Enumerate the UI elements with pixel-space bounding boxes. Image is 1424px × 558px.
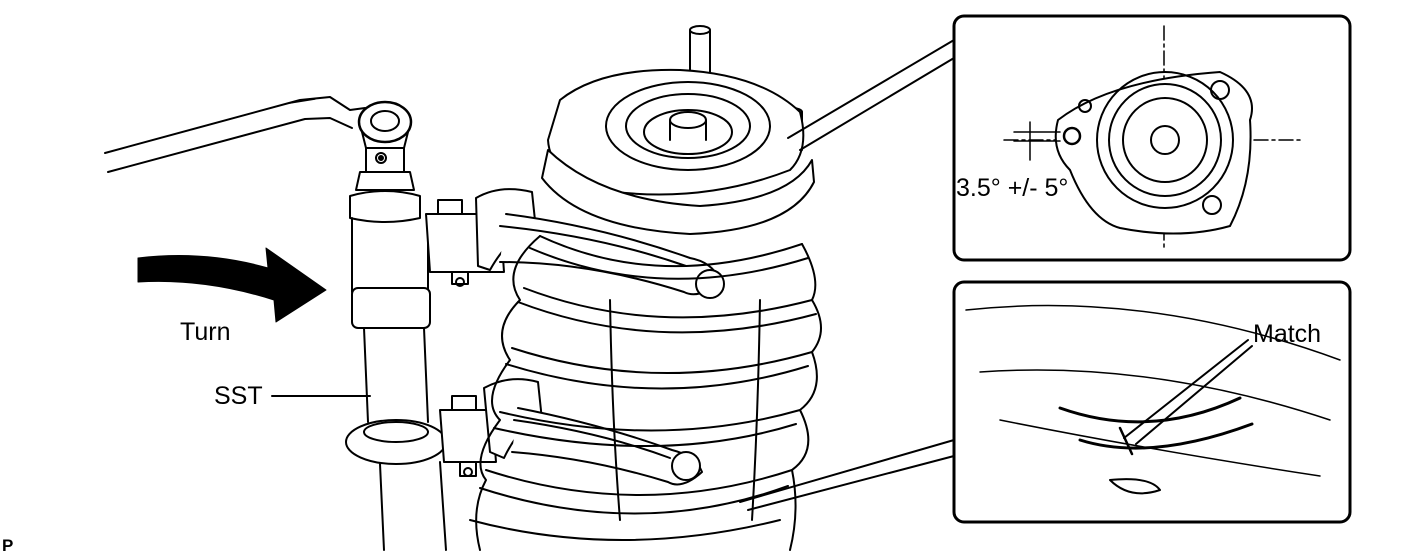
turn-label: Turn (180, 318, 231, 346)
strut-assembly (469, 25, 822, 551)
detail-box-top-view (787, 14, 1352, 262)
sst-tool (345, 147, 447, 551)
wrench (104, 96, 413, 173)
detail-box-match-marks (739, 280, 1352, 524)
lower-clamp (439, 378, 703, 486)
detail-1-leader (787, 39, 955, 139)
turn-arrow (137, 247, 327, 323)
match-leader (1123, 339, 1253, 445)
upper-clamp (425, 188, 725, 299)
match-label: Match (1253, 320, 1322, 348)
detail-2-leader (739, 439, 955, 503)
sst-label: SST (214, 382, 263, 410)
angle-label: 3.5° +/- 5° (956, 174, 1069, 202)
figure-code: P (2, 536, 14, 555)
